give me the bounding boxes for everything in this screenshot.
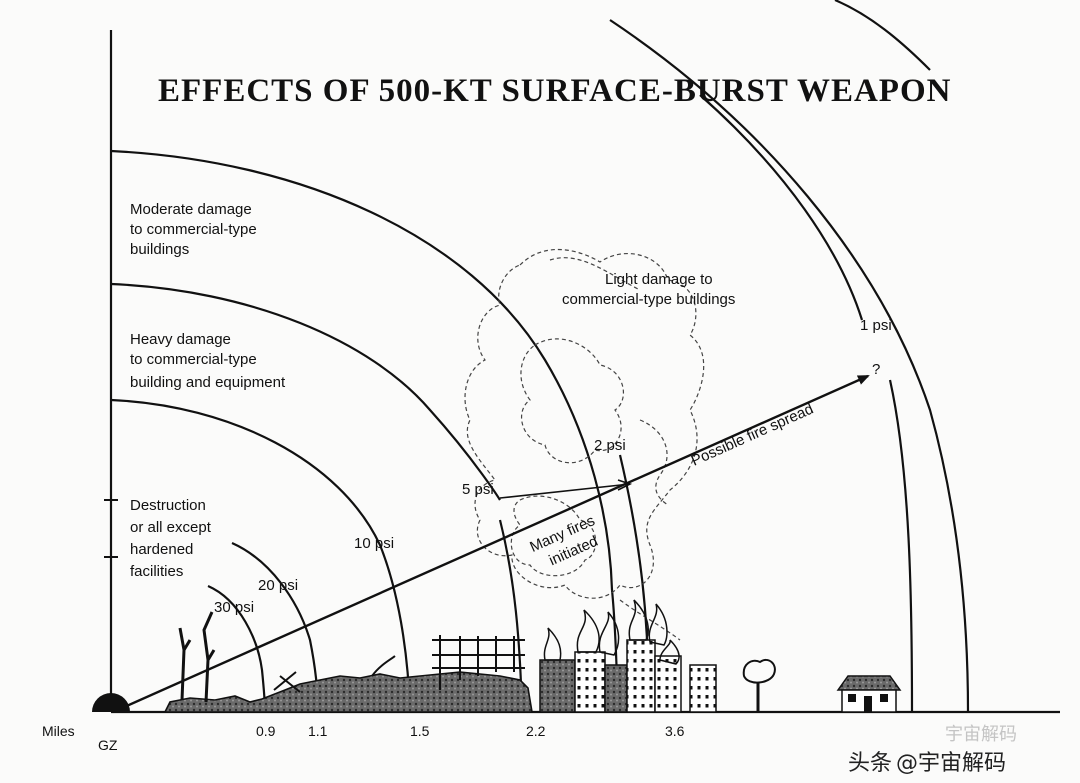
psi-20-label: 20 psi <box>258 577 298 594</box>
fire-pointer-line <box>499 483 631 499</box>
heavy-damage-label: Heavy damage to commercial-type building… <box>130 331 286 391</box>
debris-icon <box>371 655 396 677</box>
fire-pointer-head <box>617 479 633 491</box>
fires-initiated-label: Many fires initiated <box>527 510 609 574</box>
tick-label: 0.9 <box>256 723 276 739</box>
watermark-handle: @宇宙解码 <box>896 751 1006 776</box>
rubble-ground <box>163 671 533 713</box>
ground-zero-label: GZ <box>98 737 118 753</box>
burnt-tree-icon <box>202 611 216 703</box>
tree-icon <box>742 658 776 712</box>
tick-label: 1.1 <box>308 723 328 739</box>
tick-label: 2.2 <box>526 723 546 739</box>
ring-5psi-arc <box>110 282 501 501</box>
ground-zero-fireball <box>92 693 130 712</box>
collapsed-frame-building-icon <box>432 635 525 690</box>
debris-icon <box>273 671 301 693</box>
fire-cloud-top-wisp <box>549 257 641 291</box>
watermark-prefix: 头条 <box>848 751 892 776</box>
ring-1psi-lower-arc <box>888 379 914 713</box>
ring-1psi-outer-arc <box>609 19 970 713</box>
ring-10psi-arc <box>110 398 412 713</box>
psi-10-label: 10 psi <box>354 535 394 552</box>
ring-outermost-arc <box>834 0 931 71</box>
tick-label: 1.5 <box>410 723 430 739</box>
house-icon <box>836 675 902 713</box>
psi-1-label: 1 psi <box>860 317 892 334</box>
burnt-tree-icon <box>178 627 192 701</box>
moderate-damage-label: Moderate damage to commercial-type build… <box>130 201 261 258</box>
burning-buildings-icon <box>539 599 717 713</box>
diagram-title: EFFECTS OF 500-KT SURFACE-BURST WEAPON <box>158 73 951 109</box>
fire-cloud-side-wisp <box>639 419 669 506</box>
unknown-range-label: ? <box>872 361 880 378</box>
ring-1psi-upper-arc <box>699 94 864 321</box>
fire-cloud-outline <box>464 249 705 599</box>
watermark-ghost-text: 宇宙解码 <box>945 724 1017 745</box>
fire-cloud-core <box>510 495 597 577</box>
ring-5psi-outer-arc <box>110 149 614 591</box>
psi-30-label: 30 psi <box>214 599 254 616</box>
psi-2-label: 2 psi <box>594 437 626 454</box>
fire-cloud-lower-wisp <box>619 599 681 641</box>
fire-spread-label: Possible fire spread <box>689 401 816 470</box>
axis-unit-label: Miles <box>42 723 75 739</box>
light-damage-label: Light damage to commercial-type building… <box>562 271 735 308</box>
destruction-label: Destruction or all except hardened facil… <box>130 497 215 580</box>
watermark: 头条 @宇宙解码 <box>848 751 1006 776</box>
psi-5-label: 5 psi <box>462 481 494 498</box>
tick-label: 3.6 <box>665 723 685 739</box>
fire-spread-arrow <box>112 374 870 714</box>
